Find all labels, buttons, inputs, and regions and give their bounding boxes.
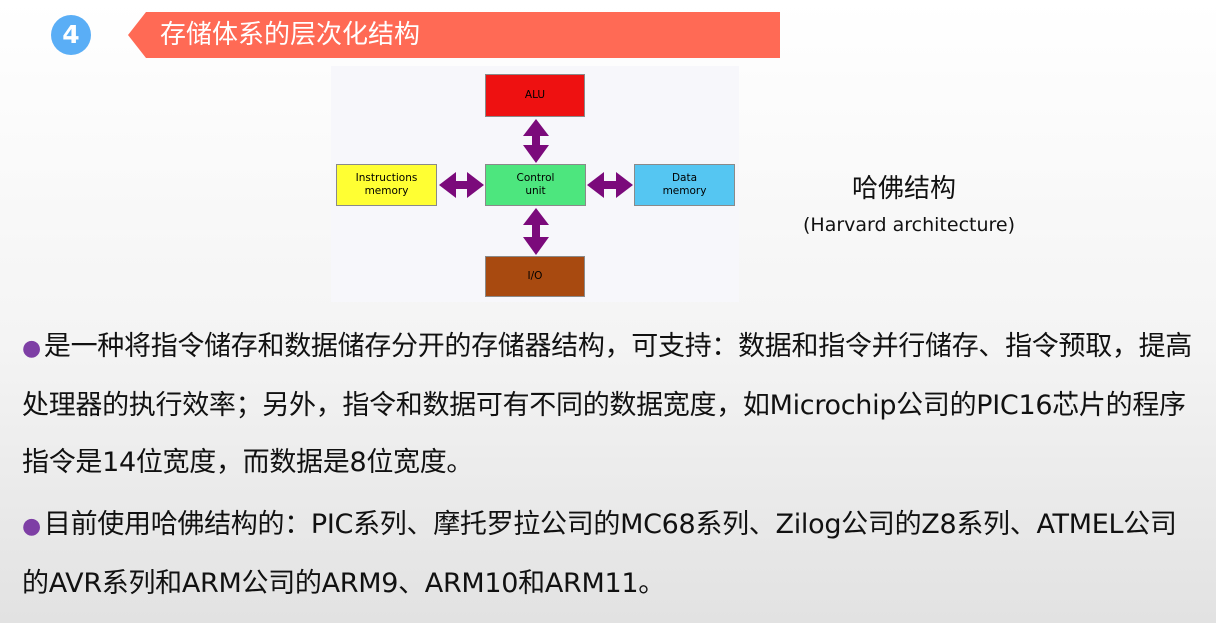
alu-label: ALU <box>524 89 546 101</box>
instructions-memory-label: Instructions memory <box>355 172 418 197</box>
diagram-arrows <box>439 119 633 255</box>
bullet-dot-icon: ● <box>22 514 41 539</box>
section-number-badge: 4 <box>51 15 91 55</box>
io-label: I/O <box>527 270 543 282</box>
control-unit-box: Control unit <box>485 164 586 206</box>
arrow-control-io <box>523 208 549 255</box>
control-unit-label: Control unit <box>516 172 555 197</box>
arrow-instructions-control <box>439 172 484 198</box>
architecture-name-cn: 哈佛结构 <box>852 174 957 204</box>
architecture-name-en: (Harvard architecture) <box>803 214 1015 236</box>
alu-box: ALU <box>485 74 585 117</box>
section-title: 存储体系的层次化结构 <box>160 20 421 50</box>
bullet-paragraph-definition: ●是一种将指令储存和数据储存分开的存储器结构，可支持：数据和指令并行储存、指令预… <box>22 318 1194 491</box>
bullet-text: 是一种将指令储存和数据储存分开的存储器结构，可支持：数据和指令并行储存、指令预取… <box>22 331 1193 478</box>
data-memory-label: Data memory <box>662 172 707 197</box>
data-memory-box: Data memory <box>634 164 735 206</box>
section-title-banner: 存储体系的层次化结构 <box>128 12 780 58</box>
arrow-control-data <box>587 172 633 198</box>
harvard-architecture-diagram: ALU Instructions memory Control unit Dat… <box>331 66 739 302</box>
instructions-memory-box: Instructions memory <box>336 164 437 206</box>
bullet-text: 目前使用哈佛结构的：PIC系列、摩托罗拉公司的MC68系列、Zilog公司的Z8… <box>22 509 1177 599</box>
io-box: I/O <box>485 256 585 297</box>
bullet-dot-icon: ● <box>22 336 41 361</box>
arrow-alu-control <box>523 119 549 163</box>
bullet-paragraph-examples: ●目前使用哈佛结构的：PIC系列、摩托罗拉公司的MC68系列、Zilog公司的Z… <box>22 496 1194 612</box>
